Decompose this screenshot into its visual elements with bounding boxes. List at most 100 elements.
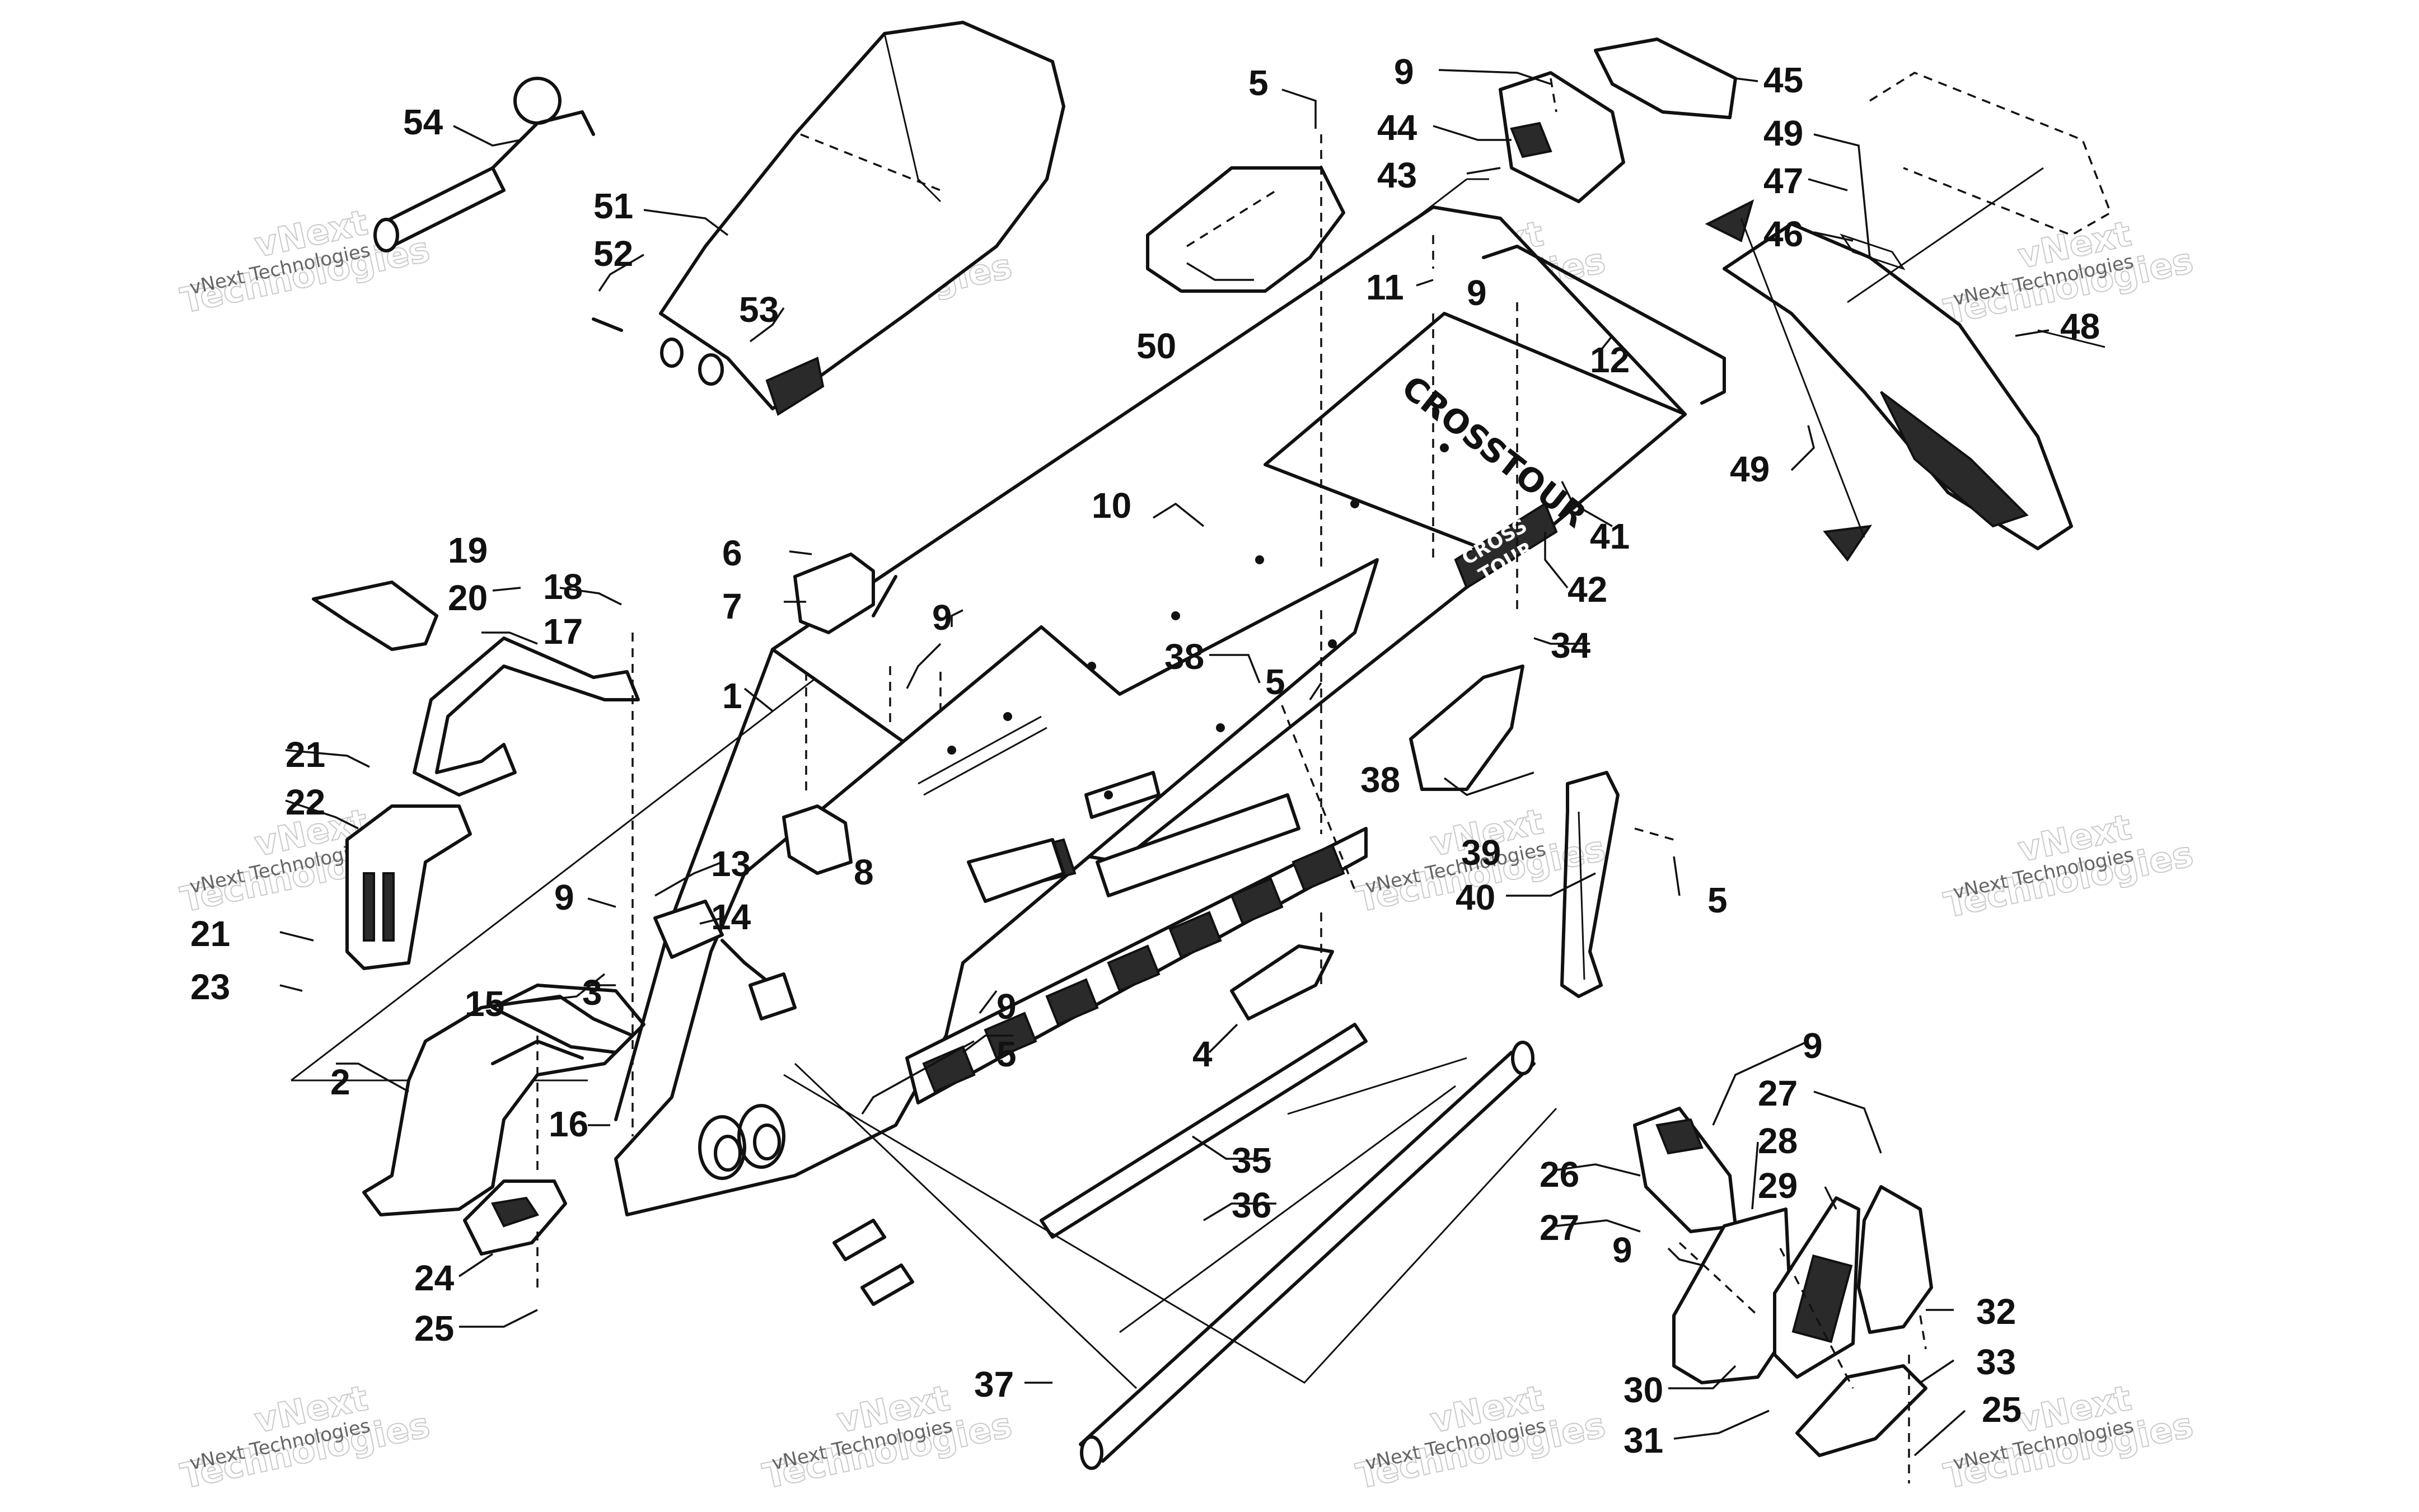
vent-panel-29: [1773, 1196, 1860, 1379]
rear-flap-assembly: [1482, 38, 2112, 562]
callout-13: 13: [711, 844, 751, 884]
callout-23: 23: [190, 967, 230, 1007]
callout-33: 33: [1976, 1342, 2016, 1382]
callout-9-right: 9: [1803, 1026, 1823, 1066]
callout-5-lower: 5: [996, 1034, 1017, 1074]
bulkhead-hole: [737, 1104, 785, 1169]
callout-37: 37: [974, 1364, 1014, 1405]
callout-43: 43: [1377, 155, 1417, 195]
callout-42: 42: [1568, 569, 1607, 610]
callout-9-deck: 9: [932, 597, 952, 638]
callout-48: 48: [2060, 306, 2100, 347]
callout-9-rear: 9: [1467, 273, 1487, 313]
shim-4: [1230, 944, 1334, 1021]
callout-44: 44: [1377, 107, 1417, 148]
module-14: [653, 900, 797, 1021]
callout-38-center: 38: [1164, 636, 1204, 677]
console-center: [967, 838, 1065, 903]
bracket-7: [793, 553, 875, 634]
callout-26: 26: [1540, 1154, 1579, 1195]
assembly-lines: [536, 78, 1927, 1483]
callout-49-bottom: 49: [1730, 449, 1770, 489]
callout-25-left: 25: [414, 1308, 454, 1349]
callout-38-right: 38: [1360, 760, 1400, 800]
bulkhead-hole: [714, 1135, 742, 1172]
callout-25-right: 25: [1982, 1389, 2022, 1430]
callout-28: 28: [1758, 1121, 1798, 1161]
callout-46: 46: [1763, 214, 1803, 254]
plate-8: [782, 804, 853, 875]
callout-21-top: 21: [286, 734, 325, 775]
rear-bumper-assembly: [1560, 771, 1620, 998]
watermark: vNext Technologies vNext Technologies: [1352, 1377, 1609, 1497]
callout-29: 29: [1758, 1165, 1798, 1206]
callout-6: 6: [722, 533, 742, 573]
callout-5-right: 5: [1707, 880, 1728, 920]
callout-9-mid: 9: [996, 986, 1017, 1027]
callout-5-center: 5: [1265, 662, 1285, 702]
bulkhead-hole: [753, 1124, 781, 1160]
callout-17: 17: [543, 611, 583, 652]
front-side-panel: [362, 995, 634, 1216]
step-33: [1795, 1364, 1927, 1457]
callout-24: 24: [414, 1258, 455, 1298]
callout-10: 10: [1092, 485, 1131, 526]
callout-1: 1: [722, 676, 742, 716]
bracket-17: [413, 636, 640, 797]
bulkhead-hole: [698, 1115, 746, 1180]
callout-40: 40: [1456, 877, 1495, 918]
callout-3: 3: [582, 972, 602, 1013]
callout-30: 30: [1623, 1370, 1663, 1410]
fastener-52-53: [592, 317, 724, 386]
callout-32: 32: [1976, 1291, 2016, 1332]
callout-21-bottom: 21: [190, 914, 230, 954]
callout-49-top: 49: [1763, 113, 1803, 153]
callout-16: 16: [549, 1104, 588, 1144]
pouch-50: [1146, 166, 1345, 293]
watermark: vNext Technologies vNext Technologies: [1940, 1377, 2197, 1497]
callout-54: 54: [403, 102, 443, 142]
callout-9-top: 9: [1394, 52, 1414, 92]
rail-12: [1482, 245, 1726, 405]
callout-39: 39: [1461, 832, 1501, 873]
callout-9-left: 9: [554, 877, 574, 918]
callout-2: 2: [330, 1062, 350, 1102]
callout-15: 15: [465, 984, 504, 1024]
callout-36: 36: [1232, 1185, 1271, 1225]
callout-4: 4: [1192, 1034, 1213, 1074]
callout-18: 18: [543, 567, 583, 607]
side-bracket-26: [1633, 1107, 1737, 1233]
seat-51: [659, 21, 1065, 416]
callout-19: 19: [448, 530, 488, 570]
callout-14: 14: [711, 897, 751, 937]
callout-22: 22: [286, 782, 325, 822]
bracket-15: [491, 984, 645, 1054]
callout-12: 12: [1590, 340, 1630, 380]
callout-27-top: 27: [1758, 1073, 1798, 1113]
callout-5-top: 5: [1248, 63, 1269, 103]
heat-exchanger: [905, 827, 1368, 1104]
callout-7: 7: [722, 586, 742, 626]
callout-20: 20: [448, 578, 488, 618]
callout-53: 53: [739, 289, 779, 330]
runners: [783, 1023, 1557, 1470]
rear-flap-46: [1723, 222, 2073, 550]
watermark: vNext Technologies vNext Technologies: [176, 201, 433, 321]
pump-54: [373, 77, 595, 252]
watermark: vNext Technologies vNext Technologies: [176, 1377, 433, 1497]
guard-22: [345, 804, 472, 970]
callout-numbers: 1 2 3 4 5 5 5 5 6 7 8 9 9 9 9 9 9 9 10 1…: [190, 52, 2100, 1460]
callout-47: 47: [1763, 161, 1803, 201]
callout-51: 51: [593, 186, 633, 226]
callout-52: 52: [593, 233, 633, 274]
cover-19: [312, 581, 438, 651]
taillight-45: [1594, 38, 1737, 119]
guard-32: [1857, 1185, 1933, 1334]
callout-27-left: 27: [1540, 1207, 1579, 1248]
hood-39: [1409, 664, 1524, 791]
callout-8: 8: [854, 852, 874, 892]
callout-35: 35: [1232, 1140, 1271, 1181]
callout-50: 50: [1136, 326, 1176, 366]
callout-11: 11: [1366, 267, 1404, 307]
